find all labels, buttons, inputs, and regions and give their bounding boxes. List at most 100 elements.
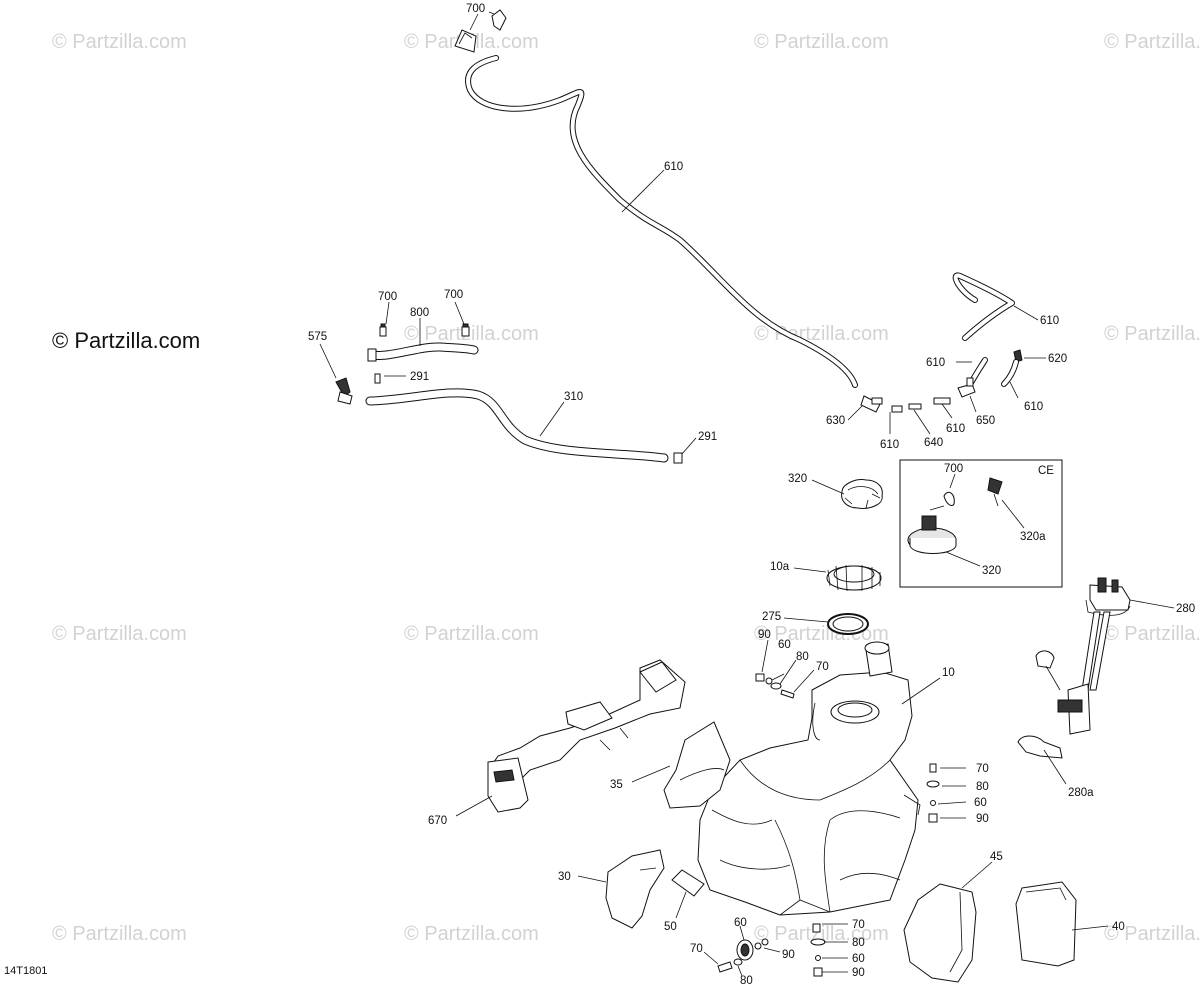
- part-label[interactable]: 650: [976, 415, 995, 427]
- watermark: © Partzilla.com: [52, 31, 187, 53]
- part-label[interactable]: 310: [564, 391, 583, 403]
- part-label[interactable]: 70: [690, 943, 703, 955]
- part-label[interactable]: 10: [942, 667, 955, 679]
- tee-fitting-650[interactable]: [957, 377, 976, 398]
- watermark: © Partzilla.com: [52, 923, 187, 945]
- leader-lines: [319, 11, 1175, 977]
- pad-50[interactable]: [671, 869, 705, 897]
- vent-hose-610-right[interactable]: [952, 272, 1015, 341]
- part-labels: 700 610 700 700 800 575 291 310 291 610 …: [308, 3, 1195, 987]
- part-label[interactable]: 320: [982, 565, 1001, 577]
- fuel-cap-320[interactable]: [841, 479, 883, 509]
- part-label[interactable]: 35: [610, 779, 623, 791]
- watermark: © Partzilla.com: [754, 923, 889, 945]
- part-label[interactable]: 640: [924, 437, 943, 449]
- clamp-700-left-b[interactable]: [461, 323, 470, 337]
- part-label[interactable]: 70: [976, 763, 989, 775]
- part-label[interactable]: 80: [852, 937, 865, 949]
- part-label[interactable]: 610: [664, 161, 683, 173]
- diagram-code: 14T1801: [4, 965, 47, 977]
- connector-640[interactable]: [891, 403, 922, 413]
- clamp-291-left[interactable]: [374, 373, 381, 384]
- ce-box-label: CE: [1038, 465, 1054, 477]
- part-label[interactable]: 320a: [1020, 531, 1046, 543]
- fuel-filter-280a[interactable]: [1017, 735, 1063, 759]
- part-label[interactable]: 90: [976, 813, 989, 825]
- part-label[interactable]: 700: [378, 291, 397, 303]
- part-label[interactable]: 10a: [770, 561, 790, 573]
- hose-610-segment[interactable]: [933, 397, 951, 405]
- clamp-700-left-a[interactable]: [379, 323, 387, 337]
- heat-shield-30[interactable]: [605, 849, 665, 929]
- fuel-tank-10[interactable]: [697, 641, 921, 916]
- gasket-275[interactable]: [827, 613, 869, 635]
- part-label[interactable]: 630: [826, 415, 845, 427]
- part-label[interactable]: 700: [444, 289, 463, 301]
- hardware-stack-right[interactable]: [926, 763, 940, 823]
- watermark-layer: © Partzilla.com © Partzilla.com © Partzi…: [52, 31, 1200, 945]
- part-label[interactable]: 90: [758, 629, 771, 641]
- part-label[interactable]: 275: [762, 611, 781, 623]
- part-label[interactable]: 610: [880, 439, 899, 451]
- watermark: © Partzilla.com: [404, 323, 539, 345]
- cover-bracket-670[interactable]: [487, 659, 686, 813]
- hose-800[interactable]: [367, 342, 479, 362]
- part-label[interactable]: 280: [1176, 603, 1195, 615]
- watermark: © Partzilla.com: [404, 923, 539, 945]
- part-label[interactable]: 280a: [1068, 787, 1094, 799]
- part-label[interactable]: 30: [558, 871, 571, 883]
- watermark: © Partzilla.com: [1104, 323, 1200, 345]
- part-label[interactable]: 700: [944, 463, 963, 475]
- watermark: © Partzilla.com: [1104, 623, 1200, 645]
- check-valve-620[interactable]: [1001, 349, 1023, 387]
- part-label[interactable]: 291: [410, 371, 429, 383]
- hardware-stack-upper[interactable]: [755, 673, 795, 699]
- part-label[interactable]: 60: [852, 953, 865, 965]
- vent-hose-610-main[interactable]: [465, 55, 858, 388]
- ce-variant-box: [899, 459, 1063, 588]
- part-label[interactable]: 610: [1040, 315, 1059, 327]
- part-label[interactable]: 610: [946, 423, 965, 435]
- hardware-stack-lower-center[interactable]: [810, 923, 826, 977]
- heat-shield-40[interactable]: [1015, 881, 1077, 967]
- heat-shield-45[interactable]: [903, 883, 977, 983]
- part-label[interactable]: 70: [852, 919, 865, 931]
- hose-clamp-700-top[interactable]: [454, 9, 507, 53]
- hardware-stack-lower-left[interactable]: [717, 938, 769, 973]
- locking-fuel-cap-320-ce[interactable]: [907, 505, 957, 554]
- part-label[interactable]: 670: [428, 815, 447, 827]
- part-label[interactable]: 620: [1048, 353, 1067, 365]
- part-label[interactable]: 70: [816, 661, 829, 673]
- part-label[interactable]: 291: [698, 431, 717, 443]
- part-label[interactable]: 800: [410, 307, 429, 319]
- clamp-291-right[interactable]: [673, 452, 683, 464]
- part-label[interactable]: 320: [788, 473, 807, 485]
- fuel-hose-310[interactable]: [365, 388, 669, 463]
- part-label[interactable]: 575: [308, 331, 327, 343]
- part-label[interactable]: 40: [1112, 921, 1125, 933]
- ring-nut-10a[interactable]: [826, 564, 882, 592]
- part-label[interactable]: 80: [976, 781, 989, 793]
- part-label[interactable]: 90: [852, 967, 865, 979]
- part-label[interactable]: 60: [974, 797, 987, 809]
- fuel-pump-module-280[interactable]: [1035, 577, 1131, 735]
- part-label[interactable]: 90: [782, 949, 795, 961]
- part-label[interactable]: 50: [664, 921, 677, 933]
- part-label[interactable]: 80: [796, 651, 809, 663]
- part-label[interactable]: 610: [926, 357, 945, 369]
- watermark: © Partzilla.com: [52, 623, 187, 645]
- part-label[interactable]: 45: [990, 851, 1003, 863]
- part-label[interactable]: 60: [778, 639, 791, 651]
- tee-fitting-630[interactable]: [860, 395, 883, 413]
- part-label[interactable]: 60: [734, 917, 747, 929]
- watermark: © Partzilla.com: [404, 623, 539, 645]
- heat-shield-35[interactable]: [663, 721, 731, 809]
- elbow-fitting-575[interactable]: [335, 377, 353, 405]
- cap-key-320a[interactable]: [987, 477, 1003, 507]
- part-label[interactable]: 610: [1024, 401, 1043, 413]
- watermark: © Partzilla.com: [754, 31, 889, 53]
- tether-700-ce[interactable]: [943, 491, 955, 507]
- part-label[interactable]: 80: [740, 975, 753, 987]
- part-label[interactable]: 700: [466, 3, 485, 15]
